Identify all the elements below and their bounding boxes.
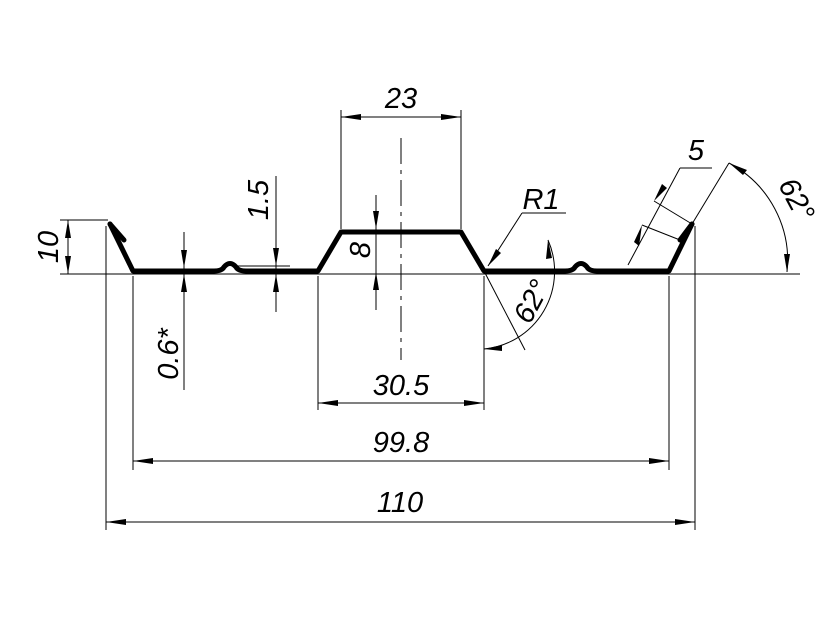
dimension-bend-radius: R1 — [487, 184, 566, 267]
dimension-rib-height: 8 — [345, 195, 379, 310]
dimension-label-edge-length: 5 — [688, 135, 705, 167]
dimension-rib-bottom: 30.5 — [317, 276, 485, 410]
dimension-useful-width: 99.8 — [132, 276, 670, 470]
dimension-total-width: 110 — [105, 226, 696, 530]
dimension-label-thickness: 0.6* — [153, 326, 185, 379]
dimension-label-angle-left: 62° — [508, 275, 557, 329]
dimension-groove-depth: 1.5 — [236, 176, 290, 312]
dimension-label-total-width: 110 — [377, 487, 423, 519]
dimension-rib-top: 23 — [340, 83, 462, 229]
dimension-profile-height: 10 — [33, 219, 108, 274]
dimension-label-angle-right: 62° — [772, 173, 821, 227]
dimension-label-rib-top: 23 — [384, 83, 417, 115]
dimension-thickness: 0.6* — [153, 232, 187, 390]
dimension-edge-length: 5 — [627, 135, 712, 266]
dimension-label-profile-height: 10 — [33, 231, 65, 263]
dimension-label-useful-width: 99.8 — [373, 427, 429, 459]
dimension-label-bend-radius: R1 — [522, 184, 559, 216]
dimension-angle-right: 62° — [691, 162, 821, 273]
dimension-label-rib-bottom: 30.5 — [373, 370, 430, 402]
dimension-label-rib-height: 8 — [345, 242, 377, 258]
dimension-label-groove-depth: 1.5 — [243, 179, 275, 220]
